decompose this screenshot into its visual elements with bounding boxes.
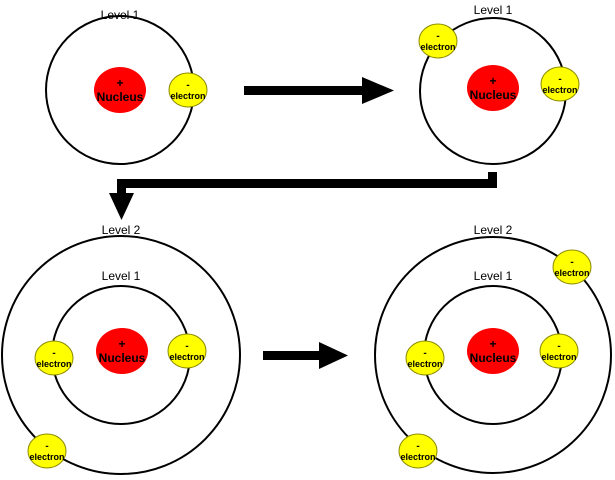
electron-label: electron	[407, 359, 442, 369]
nucleus-label: Nucleus	[97, 90, 144, 104]
electron-sign: -	[436, 31, 439, 42]
electron-sign: -	[185, 341, 188, 352]
arrow-right-2	[263, 342, 348, 369]
electron	[34, 340, 74, 376]
nucleus-sign: +	[489, 337, 496, 351]
atom-panel-3: Level 2 Level 1 + Nucleus - electron - e…	[1, 223, 241, 475]
electron-label: electron	[170, 91, 205, 101]
atom-panel-4: Level 2 Level 1 + Nucleus - electron - e…	[374, 223, 612, 474]
electron-label: electron	[169, 352, 204, 362]
level-1-label: Level 1	[102, 269, 141, 283]
electron-sign: -	[52, 348, 55, 359]
electron	[168, 72, 208, 108]
arrow-right-1	[244, 77, 394, 104]
electron	[405, 340, 445, 376]
electron-label: electron	[36, 359, 71, 369]
orbit-level-2	[1, 235, 241, 475]
nucleus	[467, 65, 519, 111]
electron-sign: -	[423, 348, 426, 359]
electron	[418, 23, 458, 59]
nucleus-sign: +	[118, 337, 125, 351]
electron-sign: -	[557, 341, 560, 352]
electron-sign: -	[186, 80, 189, 91]
electron	[167, 333, 207, 369]
electron-sign: -	[570, 257, 573, 268]
electron-sign: -	[558, 74, 561, 85]
level-1-label: Level 1	[474, 269, 513, 283]
atom-panel-2: Level 1 + Nucleus - electron - electron	[418, 3, 580, 165]
electron-label: electron	[29, 452, 64, 462]
level-2-label: Level 2	[474, 223, 513, 237]
nucleus	[96, 328, 148, 374]
electron-label: electron	[420, 42, 455, 52]
nucleus	[94, 67, 146, 113]
electron-label: electron	[542, 85, 577, 95]
electron-label: electron	[554, 268, 589, 278]
orbit-level-2	[374, 236, 612, 474]
electron-sign: -	[45, 441, 48, 452]
nucleus-label: Nucleus	[99, 351, 146, 365]
electron-sign: -	[416, 441, 419, 452]
electron	[27, 433, 67, 469]
electron-label: electron	[400, 452, 435, 462]
nucleus-label: Nucleus	[470, 88, 517, 102]
nucleus-sign: +	[116, 76, 123, 90]
atom-panel-1: Level 1 + Nucleus - electron	[45, 8, 208, 165]
level-2-label: Level 2	[102, 223, 141, 237]
electron	[539, 333, 579, 369]
electron	[552, 249, 592, 285]
nucleus-sign: +	[489, 74, 496, 88]
electron	[398, 433, 438, 469]
electron	[540, 66, 580, 102]
level-1-label: Level 1	[101, 8, 140, 22]
level-1-label: Level 1	[474, 3, 513, 17]
arrow-elbow	[109, 172, 497, 220]
nucleus-label: Nucleus	[470, 351, 517, 365]
electron-label: electron	[541, 352, 576, 362]
nucleus	[467, 328, 519, 374]
